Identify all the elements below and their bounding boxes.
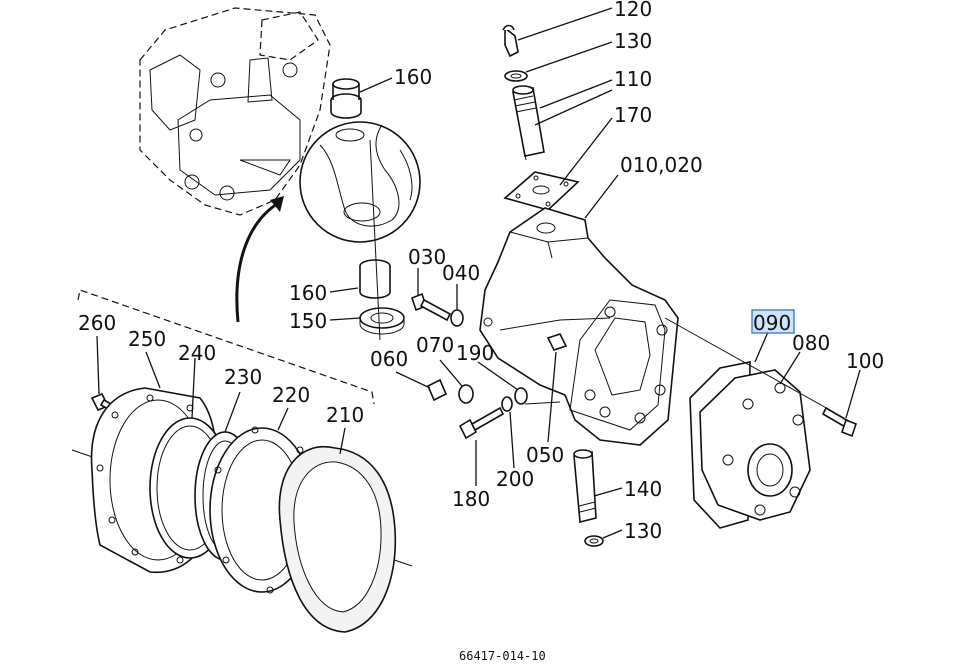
callout-060: 060	[370, 347, 408, 371]
bolt-030	[411, 292, 452, 322]
callout-070: 070	[416, 333, 454, 357]
callout-150: 150	[289, 309, 327, 333]
callout-160-top: 160	[394, 65, 432, 89]
callout-080: 080	[792, 331, 830, 355]
callout-200: 200	[496, 467, 534, 491]
pin-140	[573, 449, 597, 524]
callout-250: 250	[128, 327, 166, 351]
grease-nipple-120	[502, 24, 519, 58]
callout-010-020: 010,020	[620, 153, 703, 177]
diagram-code: 66417-014-10	[459, 649, 546, 663]
front-axle-housing-010-020	[479, 207, 679, 446]
callout-230: 230	[224, 365, 262, 389]
callout-220: 220	[272, 383, 310, 407]
callout-260: 260	[78, 311, 116, 335]
gasket-170	[503, 171, 580, 211]
callout-180: 180	[452, 487, 490, 511]
callout-050: 050	[526, 443, 564, 467]
callout-040: 040	[442, 261, 480, 285]
bearing-cover-080	[699, 369, 811, 521]
highlight-090[interactable]: 090	[751, 309, 795, 335]
king-pin-110	[512, 85, 545, 161]
bushing-160-lower	[359, 259, 391, 299]
callout-090: 090	[753, 311, 791, 335]
washer-130-bottom	[584, 535, 604, 547]
callout-120: 120	[614, 0, 652, 21]
drain-plug-060	[426, 378, 448, 402]
callout-110: 110	[614, 67, 652, 91]
gasket-210	[278, 445, 397, 633]
magnified-bore-detail	[299, 121, 421, 243]
spring-washer-190	[514, 387, 528, 405]
bracket-group-outline	[77, 289, 375, 405]
lock-washer-040	[450, 309, 464, 327]
callout-210: 210	[326, 403, 364, 427]
oil-seal-150	[359, 307, 405, 335]
callout-130-top: 130	[614, 29, 652, 53]
callout-130-bottom: 130	[624, 519, 662, 543]
callout-160-mid: 160	[289, 281, 327, 305]
curved-arrow-icon	[235, 196, 284, 323]
callout-170: 170	[614, 103, 652, 127]
callout-030: 030	[408, 245, 446, 269]
bolt-180	[458, 406, 505, 440]
callout-240: 240	[178, 341, 216, 365]
washer-130-top	[504, 70, 528, 82]
washer-200	[501, 396, 513, 412]
bushing-160-top	[330, 78, 362, 119]
seal-washer-070	[458, 384, 474, 404]
callout-100: 100	[846, 349, 884, 373]
callout-190: 190	[456, 341, 494, 365]
plug-050	[546, 333, 568, 351]
callout-140: 140	[624, 477, 662, 501]
housing-inset-drawing	[139, 7, 331, 216]
bolt-100	[821, 406, 857, 438]
